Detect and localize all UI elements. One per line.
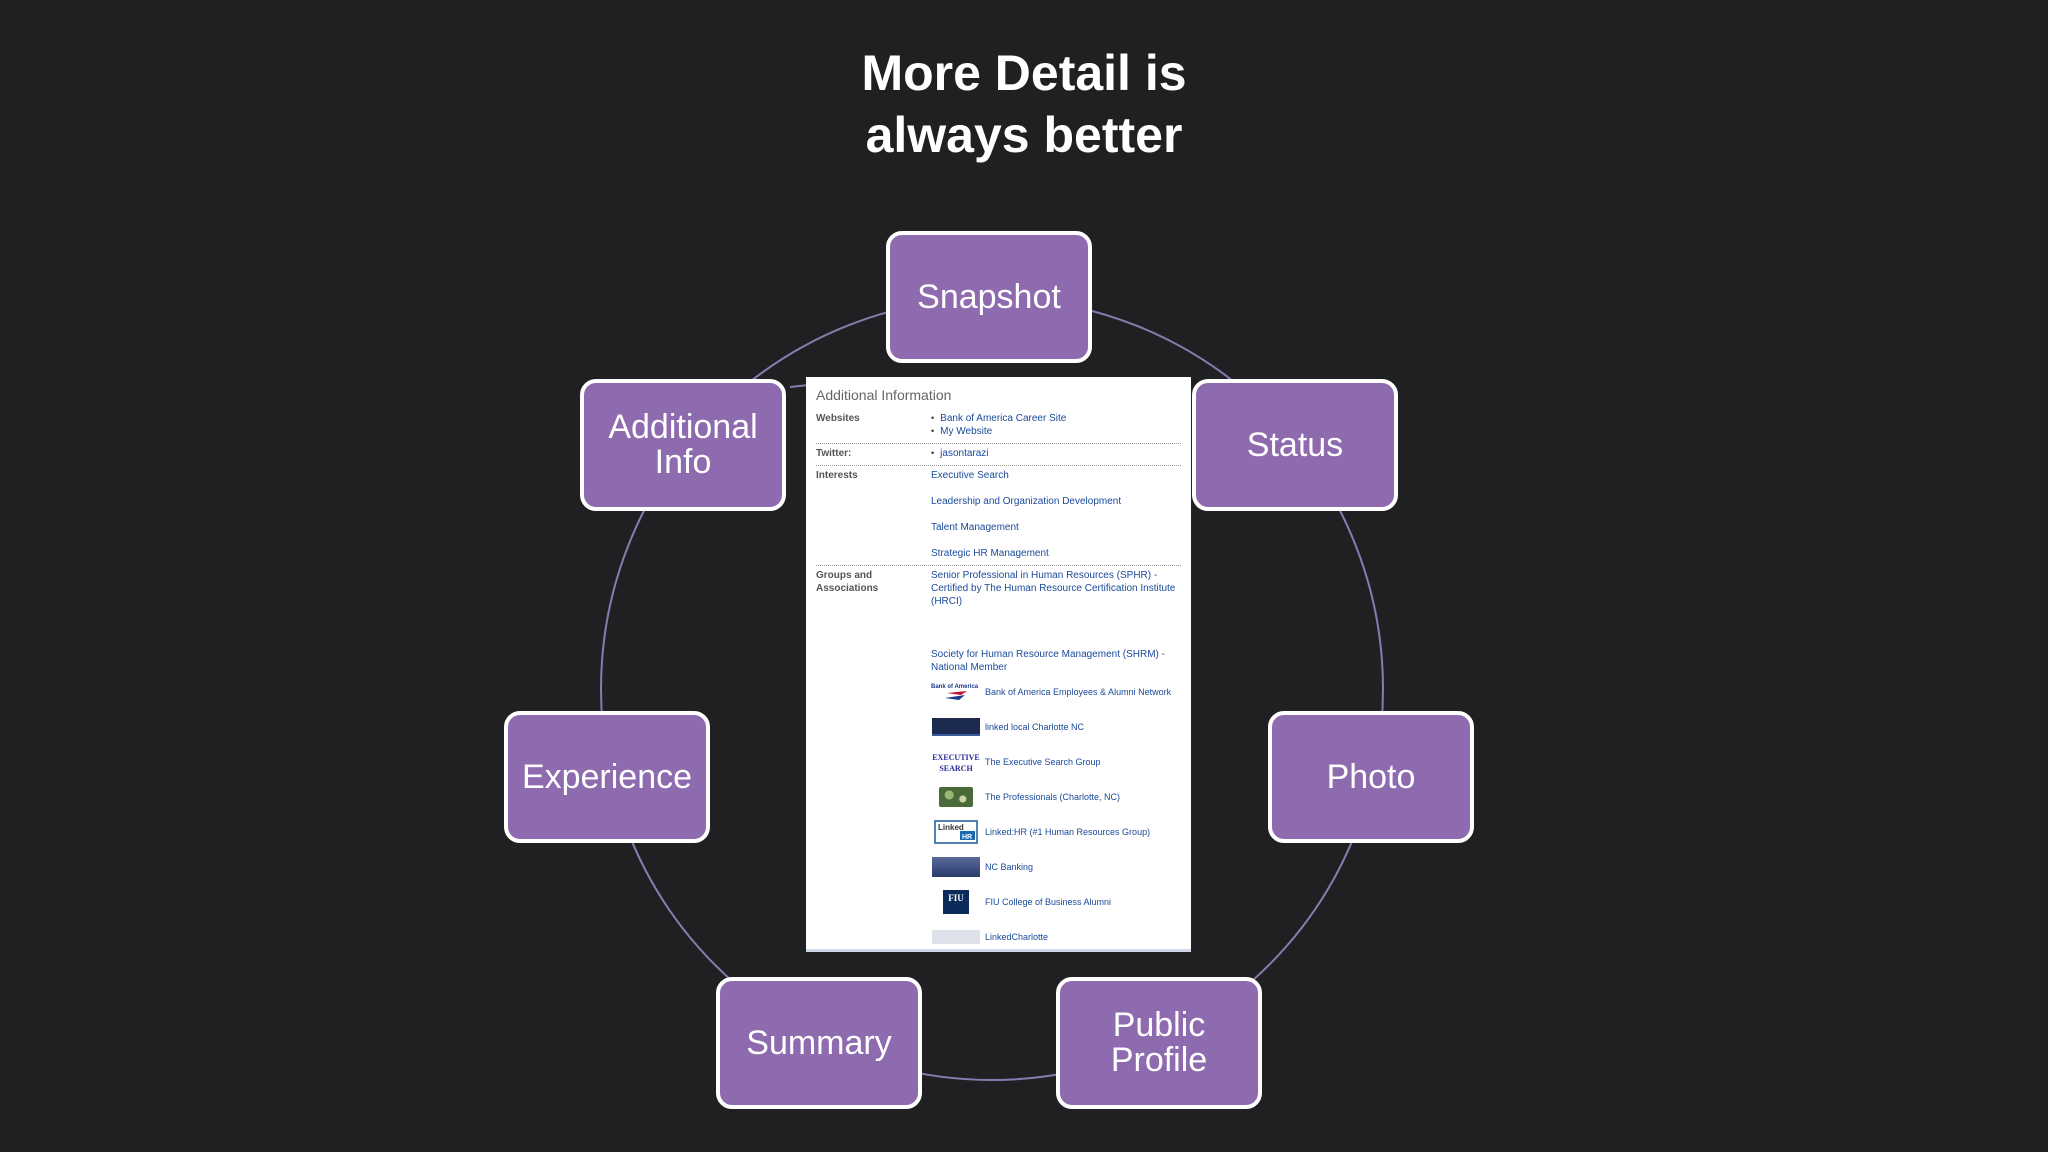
panel-section-title: Additional Information bbox=[816, 387, 952, 403]
twitter-label: Twitter: bbox=[816, 448, 852, 459]
node-experience-label: Experience bbox=[521, 757, 693, 796]
node-public-profile-label-1: Public bbox=[1112, 1006, 1206, 1044]
node-public-profile: Public Profile bbox=[1056, 977, 1262, 1109]
node-additional-info-label-1: Additional bbox=[608, 408, 758, 446]
group-item[interactable]: The Professionals (Charlotte, NC) bbox=[931, 779, 1181, 814]
svg-text:HR: HR bbox=[962, 834, 972, 841]
group-item[interactable]: FIU FIU College of Business Alumni bbox=[931, 884, 1181, 919]
group-logo bbox=[931, 717, 981, 737]
node-status: Status bbox=[1192, 379, 1398, 511]
title-line-1: More Detail is bbox=[861, 45, 1187, 101]
slide-title: More Detail is always better bbox=[0, 42, 2048, 166]
groups-label-line-1: Groups and bbox=[816, 570, 873, 581]
node-public-profile-label-2: Profile bbox=[1110, 1041, 1208, 1079]
node-additional-info-label-2: Info bbox=[654, 443, 712, 481]
group-logo bbox=[931, 856, 981, 877]
twitter-row: Twitter: jasontarazi bbox=[816, 444, 1181, 466]
svg-text:Linked: Linked bbox=[938, 823, 964, 832]
group-item[interactable]: Bank of America Bank of America Employee… bbox=[931, 674, 1181, 709]
group-item[interactable]: LinkedCharlotte bbox=[931, 919, 1181, 949]
interest-item[interactable]: Strategic HR Management bbox=[931, 548, 1049, 559]
profile-screenshot: Additional Information Websites Bank of … bbox=[806, 377, 1191, 952]
title-line-2: always better bbox=[865, 107, 1183, 163]
group-name: Linked:HR (#1 Human Resources Group) bbox=[985, 826, 1151, 837]
group-name: NC Banking bbox=[985, 861, 1034, 872]
node-additional-info: Additional Info bbox=[580, 379, 786, 511]
group-name: The Executive Search Group bbox=[985, 756, 1101, 767]
node-photo-label: Photo bbox=[1326, 757, 1416, 796]
group-item[interactable]: linked local Charlotte NC bbox=[931, 709, 1181, 744]
website-link[interactable]: Bank of America Career Site bbox=[931, 412, 1181, 425]
interests-label: Interests bbox=[816, 470, 858, 481]
bank-of-america-logo: Bank of America bbox=[931, 682, 981, 702]
node-photo: Photo bbox=[1268, 711, 1474, 843]
websites-row: Websites Bank of America Career Site My … bbox=[816, 409, 1181, 444]
group-item[interactable]: EXECUTIVE SEARCH The Executive Search Gr… bbox=[931, 744, 1181, 779]
node-status-label: Status bbox=[1246, 425, 1344, 464]
websites-label: Websites bbox=[816, 413, 860, 424]
sphr-item[interactable]: Senior Professional in Human Resources (… bbox=[931, 570, 1176, 607]
fiu-logo: FIU bbox=[931, 889, 981, 914]
groups-label: Groups and Associations bbox=[816, 569, 931, 949]
node-summary: Summary bbox=[716, 977, 922, 1109]
node-snapshot-label: Snapshot bbox=[917, 277, 1061, 316]
group-item[interactable]: NC Banking bbox=[931, 849, 1181, 884]
group-logo bbox=[931, 927, 981, 947]
interest-item[interactable]: Talent Management bbox=[931, 522, 1019, 533]
node-experience: Experience bbox=[504, 711, 710, 843]
groups-row: Groups and Associations Senior Professio… bbox=[816, 566, 1181, 949]
group-name: The Professionals (Charlotte, NC) bbox=[985, 791, 1121, 802]
website-link[interactable]: My Website bbox=[931, 425, 1181, 438]
shrm-item[interactable]: Society for Human Resource Management (S… bbox=[931, 649, 1165, 673]
group-name: linked local Charlotte NC bbox=[985, 721, 1085, 732]
groups-label-line-2: Associations bbox=[816, 583, 879, 594]
group-name: Bank of America Employees & Alumni Netwo… bbox=[985, 686, 1172, 697]
twitter-link[interactable]: jasontarazi bbox=[931, 447, 1181, 460]
svg-text:SEARCH: SEARCH bbox=[939, 764, 973, 773]
node-snapshot: Snapshot bbox=[886, 231, 1092, 363]
linked-hr-logo: Linked HR bbox=[931, 819, 981, 844]
interest-item[interactable]: Leadership and Organization Development bbox=[931, 496, 1122, 507]
group-logo bbox=[931, 786, 981, 807]
svg-text:Bank of America: Bank of America bbox=[931, 684, 979, 690]
group-item[interactable]: Linked HR Linked:HR (#1 Human Resources … bbox=[931, 814, 1181, 849]
svg-text:EXECUTIVE: EXECUTIVE bbox=[932, 753, 980, 762]
group-name: FIU College of Business Alumni bbox=[985, 896, 1112, 907]
node-summary-label: Summary bbox=[746, 1023, 892, 1062]
interests-row: Interests Executive Search Leadership an… bbox=[816, 466, 1181, 566]
group-name: LinkedCharlotte bbox=[985, 931, 1049, 942]
interest-item[interactable]: Executive Search bbox=[931, 470, 1009, 481]
executive-search-logo: EXECUTIVE SEARCH bbox=[931, 752, 981, 773]
svg-text:FIU: FIU bbox=[948, 893, 964, 903]
